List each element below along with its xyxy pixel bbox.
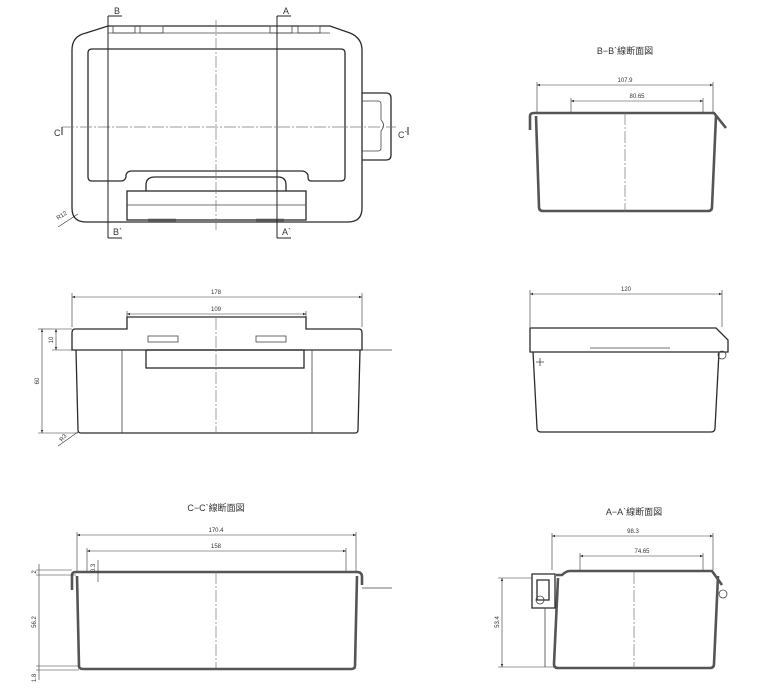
latch-body — [126, 190, 307, 221]
hinge-right-2 — [297, 25, 321, 34]
section-cc-wall — [70, 570, 364, 671]
top-view: B A B` A` C C` R12 — [54, 6, 409, 239]
dim-178: 178 — [211, 290, 222, 296]
top-view-outline — [71, 25, 363, 223]
section-bb-wall — [528, 111, 728, 213]
window-outline — [87, 48, 346, 182]
section-label-a-prime: A` — [282, 227, 291, 237]
section-label-a: A — [283, 6, 289, 16]
front-body — [75, 349, 361, 434]
hinge-left-1 — [112, 25, 136, 34]
section-bb-title: B−B`線断面図 — [597, 45, 653, 56]
hinge-left-2 — [139, 25, 164, 34]
dim-2: 2 — [32, 570, 38, 574]
section-label-b-prime: B` — [113, 227, 122, 237]
section-label-c: C — [54, 128, 61, 138]
dim-1-8: 1.8 — [32, 673, 38, 682]
section-aa: A−A`線断面図 98.3 74.65 53.4 — [495, 506, 728, 670]
front-lid — [71, 316, 363, 351]
side-body — [532, 351, 720, 433]
section-aa-wall — [552, 569, 724, 670]
radius-label-r3: R3 — [59, 433, 69, 443]
dim-158: 158 — [211, 544, 222, 550]
radius-label-r12: R12 — [56, 210, 69, 221]
section-label-c-prime: C` — [398, 130, 408, 140]
handle-tab — [362, 92, 392, 161]
dim-0-3: 0.3 — [91, 563, 97, 572]
section-cc: C−C`線断面図 170.4 158 0.3 2 56.2 1.8 — [32, 502, 392, 682]
hinge-mechanism — [531, 573, 556, 609]
dim-107-9: 107.9 — [617, 78, 633, 84]
latch-top — [145, 176, 287, 191]
dim-80-65: 80.65 — [629, 94, 645, 100]
side-view: 120 — [529, 287, 729, 433]
dim-74-65: 74.65 — [634, 549, 650, 555]
side-lid — [529, 327, 729, 353]
section-label-b: B — [114, 6, 120, 16]
section-bb: B−B`線断面図 107.9 80.65 — [528, 45, 728, 213]
dim-53-4: 53.4 — [495, 616, 501, 628]
dim-109: 109 — [211, 307, 222, 313]
section-cc-title: C−C`線断面図 — [187, 502, 244, 513]
dim-60: 60 — [35, 377, 41, 384]
dim-120: 120 — [621, 287, 632, 293]
dim-170-4: 170.4 — [208, 528, 224, 534]
front-view: 178 109 10 60 R3 — [35, 290, 392, 447]
dim-98-3: 98.3 — [627, 529, 639, 535]
dim-56-2: 56.2 — [32, 616, 38, 628]
front-latch — [145, 349, 305, 369]
hinge-right-1 — [269, 25, 293, 34]
dim-10: 10 — [49, 336, 55, 343]
section-aa-title: A−A`線断面図 — [606, 506, 662, 517]
